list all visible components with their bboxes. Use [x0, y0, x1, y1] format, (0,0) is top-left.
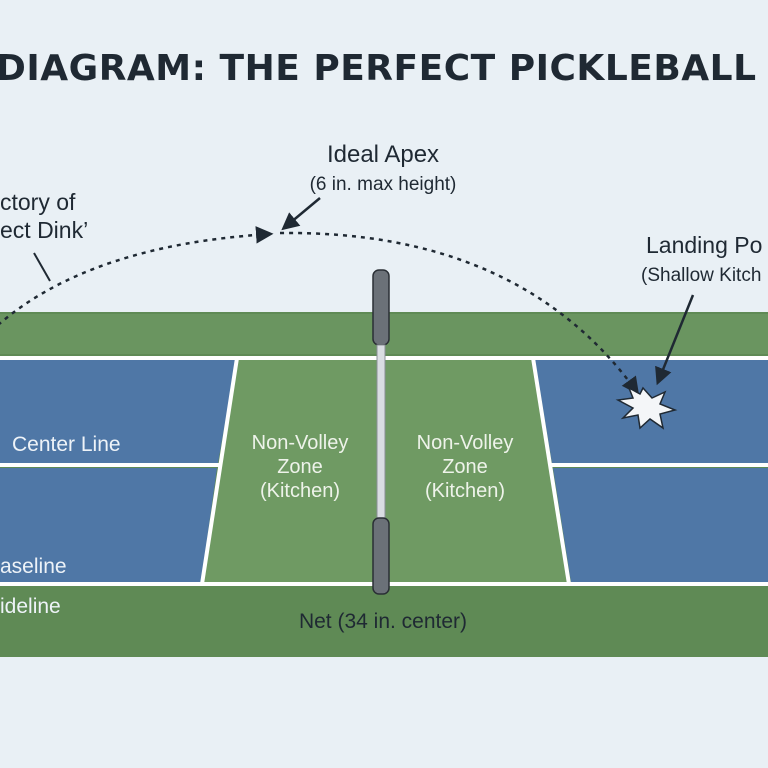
net-post-shaft: [376, 344, 386, 521]
trajectory-label-line1: ctory of: [0, 189, 76, 215]
right-service-box-bottom: [553, 468, 768, 582]
left-kitchen-line: [200, 357, 239, 585]
right-kitchen-label-2: Zone: [442, 456, 488, 478]
net-post-top: [372, 269, 390, 346]
left-service-box-bottom: [0, 468, 217, 582]
right-kitchen-label-3: (Kitchen): [425, 480, 505, 502]
right-kitchen-line: [531, 357, 571, 585]
apex-title: Ideal Apex: [327, 141, 439, 168]
baseline-label: aseline: [0, 555, 67, 578]
apex-subtitle: (6 in. max height): [310, 174, 457, 195]
trajectory-label-line2: ect Dink’: [0, 217, 88, 243]
trajectory-arc-falling: [279, 231, 640, 395]
trajectory-arc-rising: [0, 226, 274, 325]
sideline-label: ideline: [0, 595, 61, 618]
landing-splash-icon: [615, 386, 678, 430]
right-kitchen-zone: [384, 360, 568, 582]
net-label: Net (34 in. center): [299, 610, 467, 633]
diagram-title: DIAGRAM: THE PERFECT PICKLEBALL DINK T: [0, 48, 768, 89]
left-kitchen-label-2: Zone: [277, 456, 323, 478]
left-kitchen-zone: [203, 360, 378, 582]
landing-pointer-arrow: [655, 294, 695, 386]
apex-pointer-arrow: [281, 197, 321, 231]
net-post-base: [372, 517, 390, 595]
left-kitchen-label-3: (Kitchen): [260, 480, 340, 502]
left-kitchen-label-1: Non-Volley: [252, 432, 349, 454]
landing-title: Landing Po: [646, 232, 762, 258]
landing-subtitle: (Shallow Kitch: [641, 265, 761, 286]
left-service-box-top: [0, 360, 236, 463]
trajectory-pointer-line: [33, 252, 51, 282]
right-kitchen-label-1: Non-Volley: [417, 432, 514, 454]
center-line-label: Center Line: [12, 433, 121, 456]
net-post: [372, 269, 390, 595]
